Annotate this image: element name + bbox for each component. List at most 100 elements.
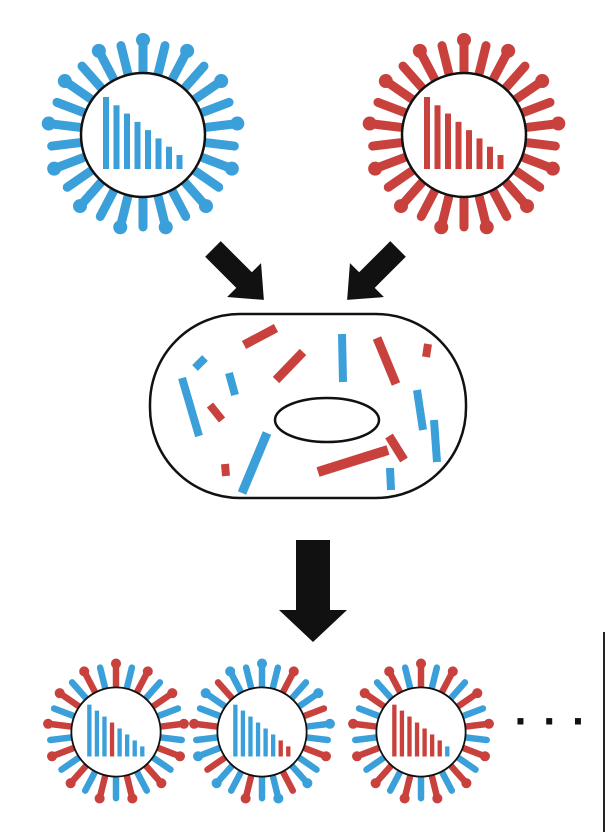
rna-segment xyxy=(87,704,92,757)
spike xyxy=(191,78,224,104)
spike xyxy=(168,187,191,221)
spike-knob xyxy=(472,688,483,699)
spike xyxy=(123,773,136,800)
spike xyxy=(168,49,191,83)
rna-segment xyxy=(176,155,183,169)
spike xyxy=(214,763,235,785)
viral-envelope xyxy=(70,686,162,778)
spike xyxy=(437,192,454,229)
spike xyxy=(437,41,454,78)
spike xyxy=(301,705,328,719)
spike xyxy=(150,754,174,773)
rna-segment xyxy=(424,97,430,169)
cell-rna-segment xyxy=(178,376,203,438)
arrow-right-to-cell xyxy=(347,241,406,300)
arrow-down-to-progeny xyxy=(279,540,347,642)
spike xyxy=(304,734,331,744)
spike xyxy=(81,769,98,794)
rna-segment xyxy=(125,734,130,757)
spike-knob xyxy=(415,658,427,669)
cell-rna-segment xyxy=(225,371,239,397)
spike xyxy=(50,745,77,759)
spike xyxy=(123,664,136,691)
rna-segment xyxy=(166,146,172,169)
spike xyxy=(227,769,244,794)
rna-segment xyxy=(487,146,493,169)
spike xyxy=(47,138,84,151)
spike xyxy=(198,153,234,173)
spike xyxy=(373,679,394,701)
spike xyxy=(96,773,109,800)
spike-knob xyxy=(348,718,359,729)
arrow-shape xyxy=(205,241,264,300)
spike xyxy=(214,679,235,701)
spike xyxy=(158,734,185,744)
rna-segment xyxy=(103,97,109,169)
spike xyxy=(180,178,209,209)
spike-knob xyxy=(65,778,76,789)
spike-knob xyxy=(288,666,299,677)
spike xyxy=(204,754,228,773)
rna-segment xyxy=(437,740,442,757)
spike xyxy=(355,705,382,719)
spike-knob xyxy=(457,33,471,47)
spike-knob xyxy=(545,161,560,176)
spike-knob xyxy=(43,718,54,729)
cell-rna-segment xyxy=(386,467,395,491)
spike-knob xyxy=(193,751,204,762)
spike xyxy=(191,166,224,192)
rna-segment xyxy=(414,722,420,757)
spike xyxy=(296,754,320,773)
spike xyxy=(134,670,151,695)
spike xyxy=(455,691,479,710)
spike xyxy=(428,664,441,691)
cell-rna-segment xyxy=(316,445,390,477)
spike xyxy=(180,61,209,92)
rna-segment xyxy=(94,710,100,757)
parent-virus-blue xyxy=(41,33,245,235)
rna-segment xyxy=(145,130,151,169)
spike xyxy=(68,679,89,701)
spike-knob xyxy=(479,751,490,762)
spike-knob xyxy=(519,199,534,214)
arrow-left-to-cell xyxy=(205,241,264,300)
spike xyxy=(81,670,98,695)
rna-segment xyxy=(407,716,412,757)
rna-segment xyxy=(102,716,107,757)
spike xyxy=(523,138,560,151)
spike xyxy=(523,119,560,132)
spike-knob xyxy=(256,658,268,669)
spike-knob xyxy=(240,793,251,804)
spike-knob xyxy=(225,666,236,677)
spike xyxy=(398,61,427,92)
spike xyxy=(280,670,297,695)
spike-knob xyxy=(214,74,229,89)
spike xyxy=(401,773,414,800)
spike xyxy=(368,138,405,151)
spike xyxy=(439,670,456,695)
parent-virus-red xyxy=(362,33,566,235)
spike-knob xyxy=(394,199,409,214)
spike-knob xyxy=(54,688,65,699)
spike xyxy=(460,745,487,759)
rna-segment xyxy=(286,746,291,757)
spike xyxy=(474,192,491,229)
spike xyxy=(355,745,382,759)
spike xyxy=(158,720,185,730)
spike xyxy=(368,119,405,132)
spike xyxy=(269,664,282,691)
cell-rna-segment xyxy=(422,343,432,358)
spike xyxy=(489,49,512,83)
spike xyxy=(77,178,106,209)
viral-envelope xyxy=(375,686,467,778)
spike-knob xyxy=(384,666,395,677)
spike xyxy=(95,187,118,221)
more-progeny-ellipsis: · · · xyxy=(514,702,587,742)
spike xyxy=(373,97,409,117)
spike-knob xyxy=(447,666,458,677)
spike xyxy=(77,61,106,92)
spike-knob xyxy=(79,666,90,677)
spike-knob xyxy=(47,161,62,176)
